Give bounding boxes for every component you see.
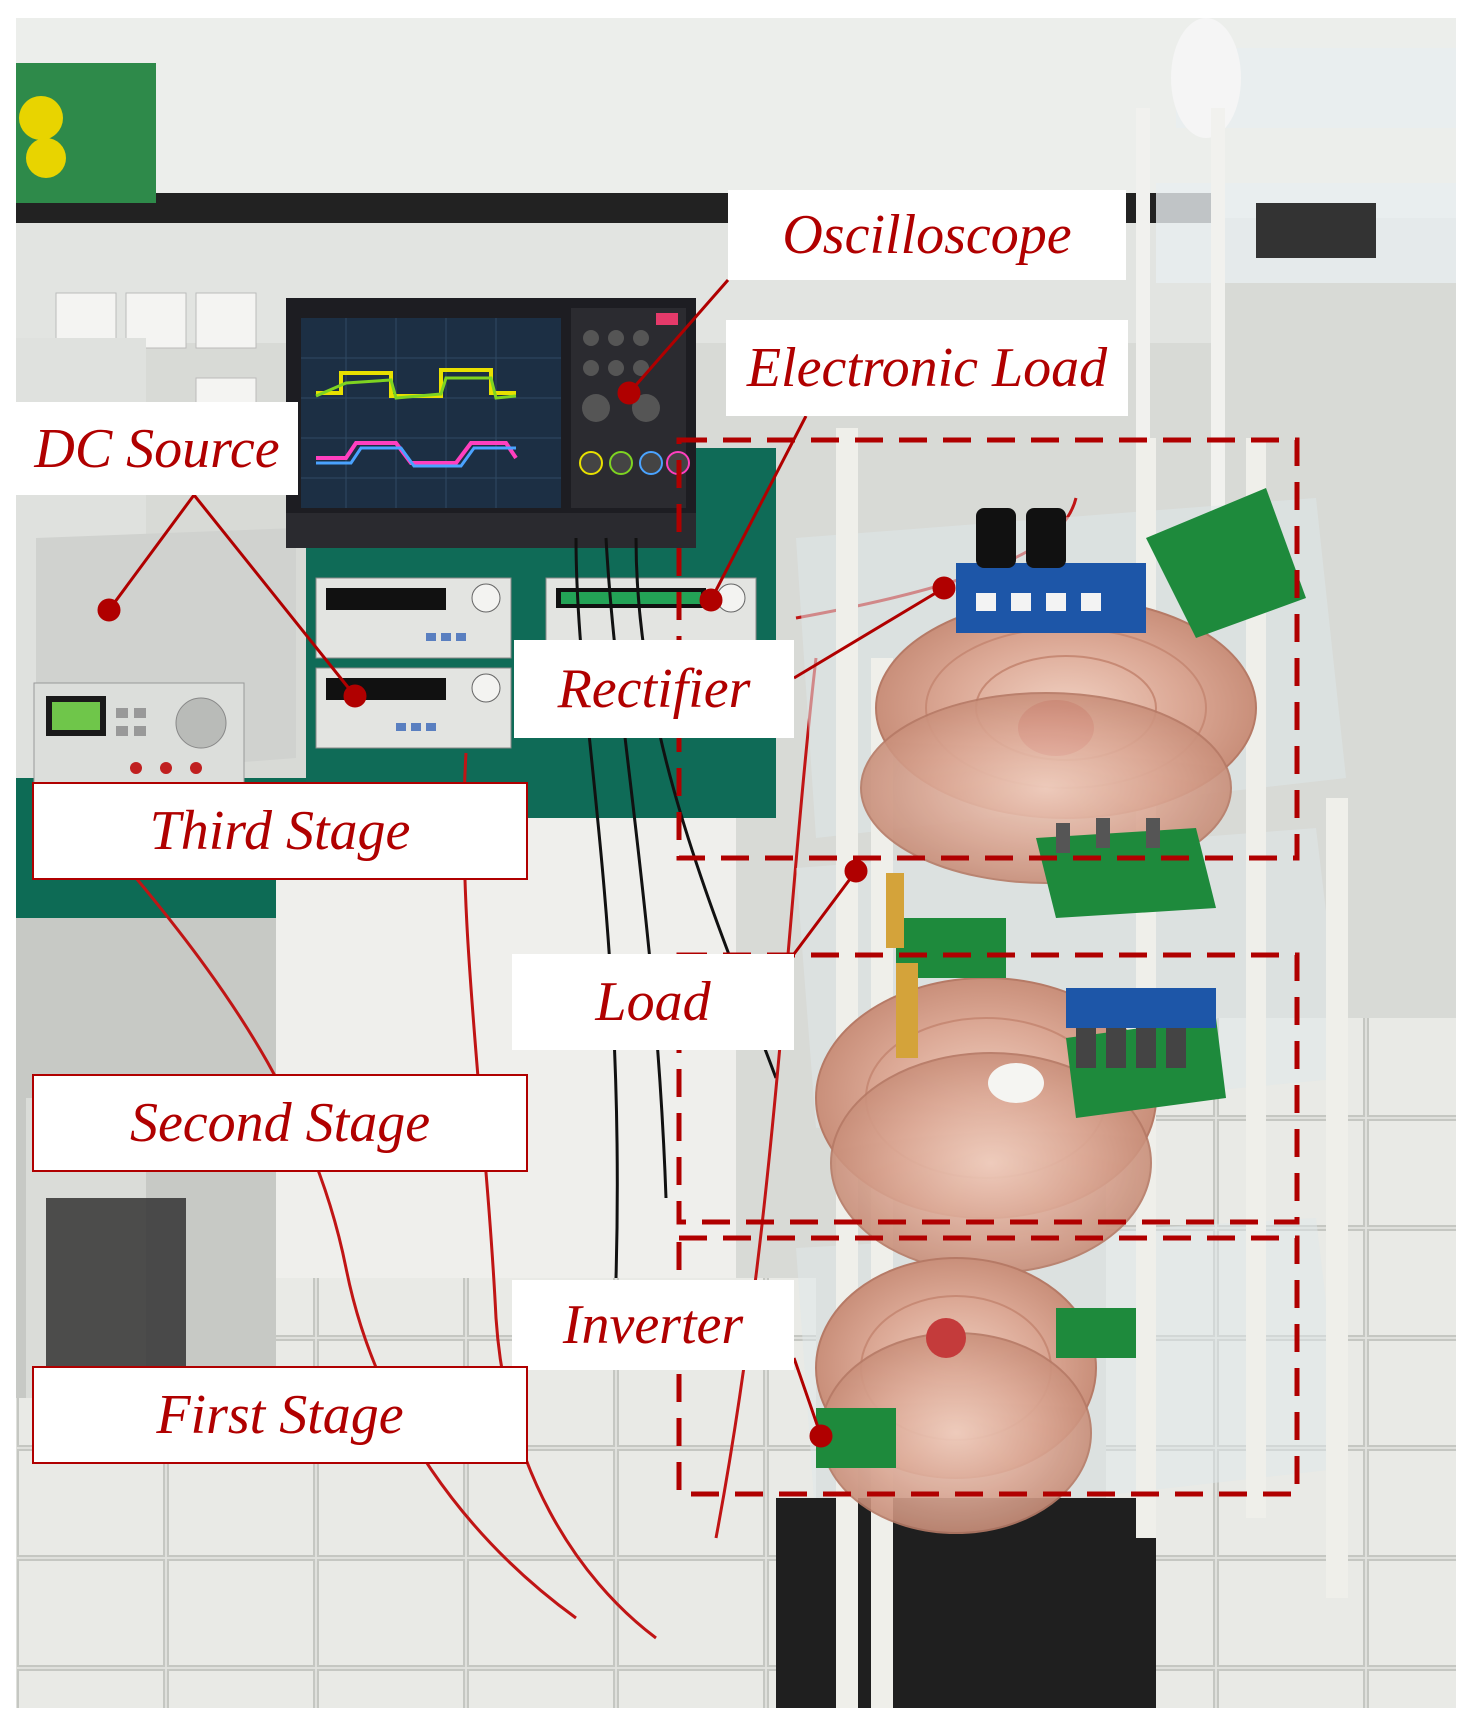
second-stage-label: Second Stage — [32, 1074, 528, 1172]
inverter-label: Inverter — [512, 1280, 794, 1370]
rectifier-label: Rectifier — [514, 640, 794, 738]
rectifier-label-text: Rectifier — [557, 658, 751, 720]
third-stage-label-text: Third Stage — [149, 800, 411, 862]
oscilloscope-label-text: Oscilloscope — [782, 204, 1072, 266]
first-stage-label: First Stage — [32, 1366, 528, 1464]
lab-photo: Oscilloscope Electronic Load DC Source R… — [16, 18, 1456, 1708]
electronic-load-label: Electronic Load — [726, 320, 1128, 416]
circuit-boards — [816, 488, 1306, 1468]
oscilloscope-instrument — [286, 298, 696, 548]
inverter-label-text: Inverter — [562, 1294, 744, 1356]
second-stage-label-text: Second Stage — [129, 1092, 431, 1154]
second-stage-box — [676, 952, 1300, 1225]
dc-source-instrument — [33, 528, 296, 784]
load-label: Load — [512, 954, 794, 1050]
first-stage-label-text: First Stage — [156, 1384, 404, 1446]
oscilloscope-label: Oscilloscope — [728, 190, 1126, 280]
electronic-load-label-text: Electronic Load — [746, 337, 1108, 399]
power-supply-stack — [315, 577, 512, 749]
third-stage-label: Third Stage — [32, 782, 528, 880]
first-stage-box — [676, 1235, 1300, 1497]
annotation-leaders — [97, 279, 956, 1448]
dc-source-label-text: DC Source — [34, 417, 280, 480]
background-shelves — [1136, 18, 1456, 538]
dc-source-label: DC Source — [16, 402, 298, 495]
load-label-text: Load — [595, 971, 711, 1033]
